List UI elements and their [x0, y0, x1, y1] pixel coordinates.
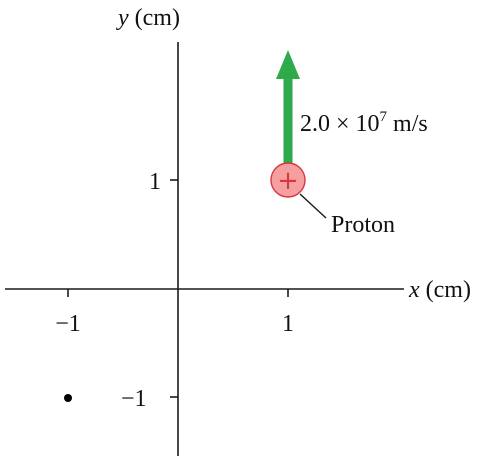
velocity-arrow-shaft	[283, 74, 293, 164]
point-marker	[64, 394, 72, 402]
velocity-times: × 10	[330, 111, 380, 137]
x-tick-label-pos-1: 1	[282, 311, 294, 337]
proton-sign: +	[277, 166, 299, 196]
x-axis-label: x (cm)	[408, 277, 471, 303]
y-tick-label-neg-1: −1	[121, 386, 147, 412]
velocity-label: 2.0 × 107 m/s	[300, 109, 428, 137]
y-axis-label: y (cm)	[116, 5, 180, 31]
velocity-unit: m/s	[387, 111, 428, 137]
proton-circle	[270, 162, 306, 198]
velocity-arrow-head	[276, 50, 300, 79]
x-axis-unit: (cm)	[420, 277, 471, 303]
velocity-coefficient: 2.0	[300, 111, 330, 137]
proton-label: Proton	[331, 212, 395, 238]
y-axis-variable: y	[116, 5, 129, 31]
x-tick-label-neg-1: −1	[55, 311, 81, 337]
x-axis-variable: x	[408, 277, 420, 303]
velocity-exponent: 7	[380, 109, 388, 125]
proton-leader-line	[299, 193, 327, 219]
y-tick-label-pos-1: 1	[149, 169, 161, 195]
y-axis-unit: (cm)	[129, 5, 180, 31]
